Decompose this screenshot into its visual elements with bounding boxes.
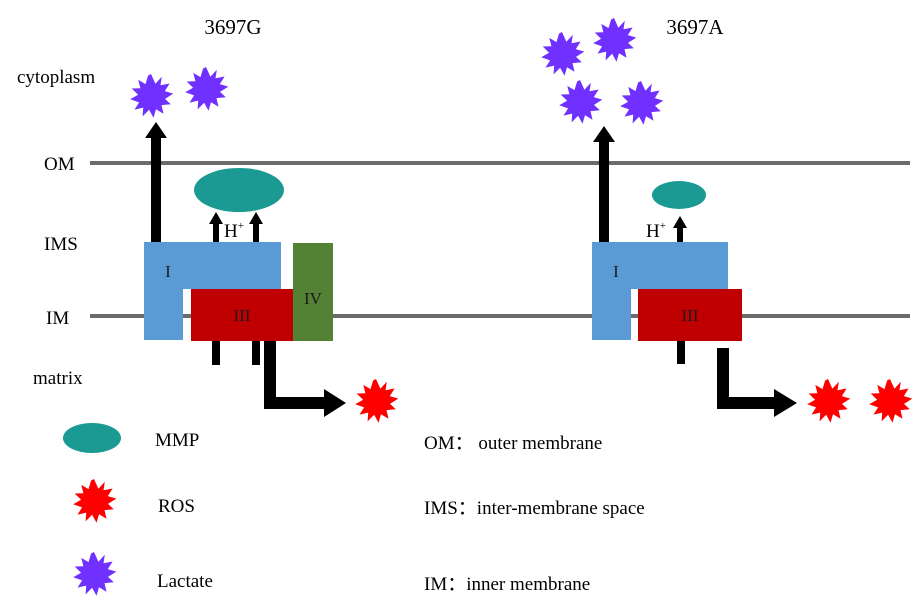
lactate-arrowhead-left — [145, 122, 167, 138]
proton-arrowhead — [209, 212, 223, 224]
complex-I-left — [144, 242, 281, 340]
complex-I-label: I — [165, 262, 171, 281]
definition-im: IM：inner membrane — [424, 574, 590, 595]
legend-lactate-label: Lactate — [157, 571, 213, 592]
mmp-icon-right — [652, 181, 706, 209]
complex-III-left — [191, 289, 293, 341]
legend-mmp-label: MMP — [155, 430, 199, 451]
lactate-icon — [559, 80, 603, 124]
title-3697A: 3697A — [666, 15, 724, 39]
ros-arrowhead-left — [324, 389, 346, 417]
complex-IV-label: IV — [304, 289, 323, 308]
legend-lactate-icon — [73, 552, 117, 596]
legend-ros-icon — [73, 479, 117, 523]
title-3697G: 3697G — [204, 15, 261, 39]
lactate-icon — [593, 18, 637, 62]
proton-arrowhead — [673, 216, 687, 228]
lactate-icon — [130, 74, 174, 118]
ros-arrow-right — [717, 348, 776, 409]
complex-IV-left — [293, 243, 333, 341]
ros-icon — [355, 379, 399, 423]
complex-I-right — [592, 242, 728, 340]
lactate-icon — [541, 32, 585, 76]
proton-arrowhead — [249, 212, 263, 224]
ros-icon — [869, 379, 913, 423]
proton-label-left: H+ — [224, 220, 244, 242]
ros-arrow-left — [264, 341, 326, 409]
proton-label-right: H+ — [646, 220, 666, 242]
complex-III-label: III — [234, 306, 251, 325]
cytoplasm-label: cytoplasm — [17, 67, 95, 88]
lactate-icon — [620, 81, 664, 125]
lactate-icon — [185, 67, 229, 111]
definition-ims: IMS：inter-membrane space — [424, 498, 645, 519]
definition-om: OM： outer membrane — [424, 433, 602, 454]
ims-label: IMS — [44, 234, 78, 255]
complex-III-label: III — [682, 306, 699, 325]
matrix-label: matrix — [33, 368, 83, 389]
om-label: OM — [44, 154, 75, 175]
ros-icon — [807, 379, 851, 423]
lactate-arrowhead-right — [593, 126, 615, 142]
mmp-icon-left — [194, 168, 284, 212]
legend-ros-label: ROS — [158, 496, 195, 517]
legend-mmp-icon — [63, 423, 121, 453]
complex-I-label: I — [613, 262, 619, 281]
im-label: IM — [46, 308, 69, 329]
ros-arrowhead-right — [774, 389, 797, 417]
complex-III-right — [638, 289, 742, 341]
